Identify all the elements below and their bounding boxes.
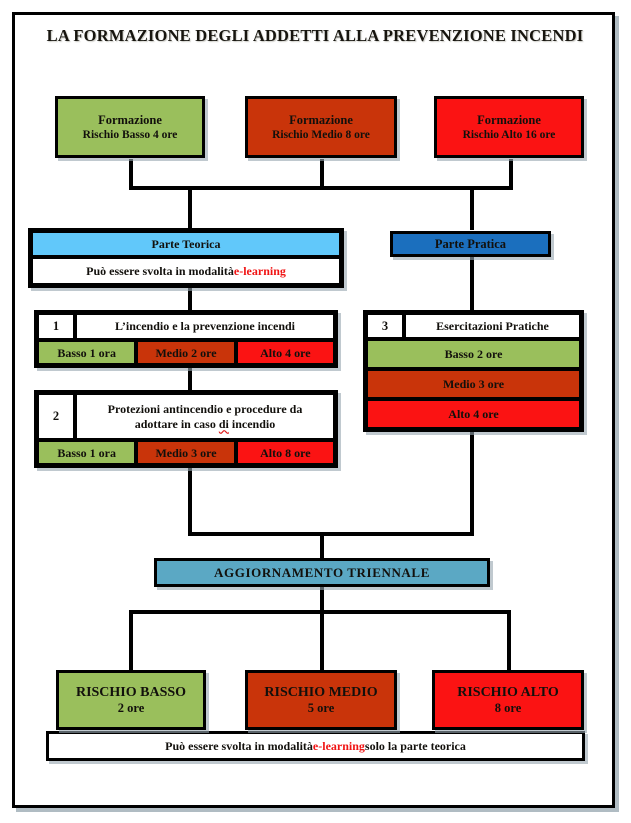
rischio-medio-line1: RISCHIO MEDIO (264, 684, 378, 700)
footer-note-suffix: solo la parte teorica (364, 738, 466, 753)
module-1-cell-medio[interactable]: Medio 2 ore (136, 340, 236, 365)
module-2-label-line2-post: incendio (228, 416, 276, 431)
connector-practice-to-module3 (470, 255, 474, 310)
module-1-index: 1 (37, 313, 75, 340)
connector-top-bus (129, 186, 513, 190)
connector-bus-to-practice (470, 186, 474, 230)
formazione-basso-line2: Rischio Basso 4 ore (82, 128, 178, 141)
connector-theory-to-module1 (188, 286, 192, 310)
connector-module2-down (188, 466, 192, 536)
aggiornamento-triennale-box[interactable]: AGGIORNAMENTO TRIENNALE (154, 558, 490, 587)
connector-bus-to-rischio-alto (507, 610, 511, 672)
formazione-medio-line2: Rischio Medio 8 ore (272, 128, 370, 141)
rischio-alto-line2: 8 ore (494, 700, 522, 715)
footer-note-prefix: Può essere svolta in modalità (165, 738, 313, 753)
formazione-basso-line1: Formazione (98, 112, 162, 127)
connector-bus-to-aggiornamento (320, 532, 324, 560)
connector-formazione-medio-down (320, 159, 324, 189)
formazione-alto-line1: Formazione (477, 112, 541, 127)
module-2-label: Protezioni antincendio e procedure da ad… (75, 393, 335, 440)
connector-module1-to-module2 (188, 366, 192, 390)
module-3: 3 Esercitazioni Pratiche Basso 2 ore Med… (363, 310, 584, 432)
formazione-box-medio[interactable]: Formazione Rischio Medio 8 ore (245, 96, 397, 158)
module-3-label: Esercitazioni Pratiche (404, 313, 581, 339)
module-2: 2 Protezioni antincendio e procedure da … (34, 390, 338, 468)
connector-module3-down (470, 430, 474, 536)
module-1: 1 L’incendio e la prevenzione incendi Ba… (34, 310, 338, 368)
module-1-cell-basso[interactable]: Basso 1 ora (37, 340, 137, 365)
rischio-basso-line2: 2 ore (117, 700, 145, 715)
parte-teorica-note-accent: e-learning (233, 264, 286, 278)
rischio-medio-box[interactable]: RISCHIO MEDIO 5 ore (245, 670, 397, 730)
connector-bus-to-theory (188, 186, 192, 230)
module-1-label: L’incendio e la prevenzione incendi (75, 313, 335, 340)
module-2-head: 2 Protezioni antincendio e procedure da … (37, 393, 335, 440)
module-2-cells: Basso 1 ora Medio 3 ore Alto 8 ore (37, 440, 335, 465)
module-3-bar-alto[interactable]: Alto 4 ore (366, 399, 581, 429)
connector-formazione-basso-down (129, 159, 133, 189)
connector-aggiornamento-down (320, 587, 324, 614)
module-3-head: 3 Esercitazioni Pratiche (366, 313, 581, 339)
module-3-bar-medio[interactable]: Medio 3 ore (366, 369, 581, 399)
formazione-medio-line1: Formazione (289, 112, 353, 127)
module-2-cell-medio[interactable]: Medio 3 ore (136, 440, 236, 465)
footer-note-accent: e-learning (312, 738, 365, 753)
module-2-label-line2-misspelled: di (218, 416, 229, 431)
connector-merge-bus (188, 532, 474, 536)
rischio-alto-box[interactable]: RISCHIO ALTO 8 ore (432, 670, 584, 730)
module-2-cell-basso[interactable]: Basso 1 ora (37, 440, 137, 465)
module-2-label-line2-pre: adottare in caso (134, 416, 219, 431)
module-2-label-line1: Protezioni antincendio e procedure da (107, 401, 303, 416)
parte-teorica-header[interactable]: Parte Teorica (31, 231, 341, 257)
connector-bus-to-rischio-basso (129, 610, 133, 672)
footer-note: Può essere svolta in modalità e-learning… (46, 731, 585, 761)
module-1-cell-alto[interactable]: Alto 4 ore (235, 340, 335, 365)
formazione-box-alto[interactable]: Formazione Rischio Alto 16 ore (434, 96, 584, 158)
parte-teorica-note-prefix: Può essere svolta in modalità (86, 264, 234, 278)
module-2-cell-alto[interactable]: Alto 8 ore (235, 440, 335, 465)
formazione-alto-line2: Rischio Alto 16 ore (462, 128, 556, 141)
rischio-alto-line1: RISCHIO ALTO (457, 684, 559, 700)
formazione-box-basso[interactable]: Formazione Rischio Basso 4 ore (55, 96, 205, 158)
rischio-medio-line2: 5 ore (307, 700, 335, 715)
module-3-bar-basso[interactable]: Basso 2 ore (366, 339, 581, 369)
connector-bus-to-rischio-medio (320, 610, 324, 672)
rischio-basso-line1: RISCHIO BASSO (75, 684, 187, 700)
parte-pratica-header[interactable]: Parte Pratica (390, 231, 551, 257)
module-1-head: 1 L’incendio e la prevenzione incendi (37, 313, 335, 340)
parte-pratica-label: Parte Pratica (434, 237, 507, 251)
parte-teorica-group: Parte Teorica Può essere svolta in modal… (28, 228, 344, 288)
module-1-cells: Basso 1 ora Medio 2 ore Alto 4 ore (37, 340, 335, 365)
module-3-index: 3 (366, 313, 404, 339)
parte-teorica-note: Può essere svolta in modalità e-learning (31, 257, 341, 285)
module-2-index: 2 (37, 393, 75, 440)
page-title: LA FORMAZIONE DEGLI ADDETTI ALLA PREVENZ… (46, 26, 584, 45)
connector-formazione-alto-down (509, 159, 513, 189)
rischio-basso-box[interactable]: RISCHIO BASSO 2 ore (56, 670, 206, 730)
